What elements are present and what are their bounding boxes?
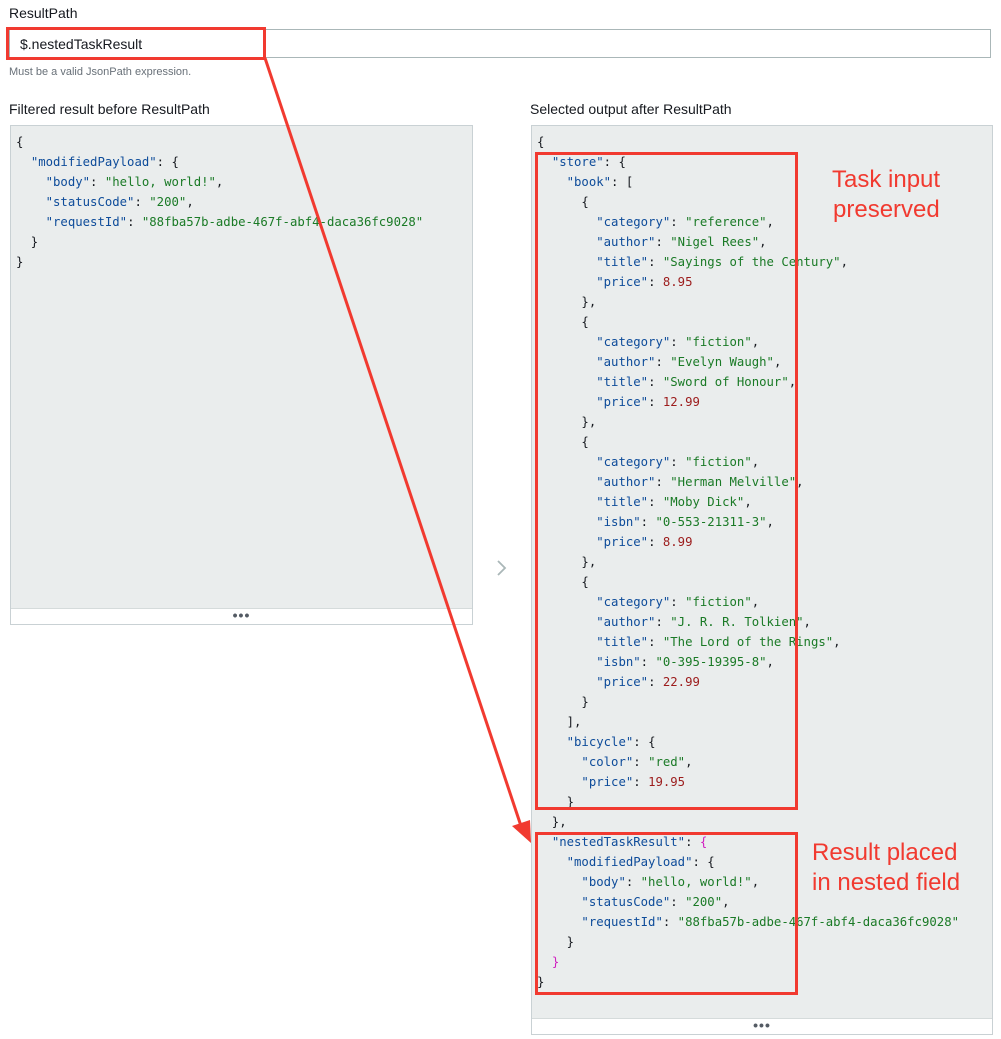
json-string: "Herman Melville" — [670, 475, 797, 489]
json-key: "title" — [596, 495, 649, 509]
json-key: "modifiedPayload" — [30, 155, 157, 169]
json-string: "fiction" — [685, 595, 752, 609]
json-string: "red" — [648, 755, 686, 769]
json-string: "fiction" — [685, 455, 752, 469]
json-key: "statusCode" — [45, 195, 135, 209]
selected-output-title: Selected output after ResultPath — [530, 101, 732, 117]
json-string: "hello, world!" — [640, 875, 752, 889]
json-key: "category" — [596, 335, 671, 349]
json-key: "isbn" — [596, 515, 641, 529]
json-key: "price" — [596, 675, 649, 689]
result-path-highlight-box — [6, 27, 266, 60]
json-number: 19.95 — [648, 775, 686, 789]
json-string: "The Lord of the Rings" — [662, 635, 834, 649]
filtered-result-json: { "modifiedPayload": { "body": "hello, w… — [16, 135, 424, 269]
json-key: "nestedTaskResult" — [551, 835, 686, 849]
json-key: "price" — [596, 535, 649, 549]
result-path-hint: Must be a valid JsonPath expression. — [9, 66, 192, 78]
annotation-line: Task input — [832, 166, 941, 193]
task-input-highlight-box — [535, 152, 798, 810]
json-key: "price" — [596, 395, 649, 409]
json-string: "200" — [149, 195, 187, 209]
json-string: "Sword of Honour" — [662, 375, 789, 389]
json-key: "store" — [551, 155, 604, 169]
json-string: "reference" — [685, 215, 767, 229]
result-path-input[interactable] — [9, 29, 991, 58]
json-key: "requestId" — [581, 915, 663, 929]
json-key: "body" — [45, 175, 91, 189]
json-key: "color" — [581, 755, 634, 769]
json-key: "isbn" — [596, 655, 641, 669]
json-string: "fiction" — [685, 335, 752, 349]
result-annotation: Result placed in nested field — [812, 838, 960, 898]
json-string: "Moby Dick" — [662, 495, 745, 509]
result-path-label: ResultPath — [9, 5, 78, 21]
json-string: "Nigel Rees" — [670, 235, 760, 249]
json-string: "0-395-19395-8" — [655, 655, 767, 669]
json-key: "author" — [596, 235, 656, 249]
json-key: "price" — [596, 275, 649, 289]
json-key: "category" — [596, 215, 671, 229]
json-key: "bicycle" — [566, 735, 634, 749]
json-string: "Evelyn Waugh" — [670, 355, 774, 369]
json-number: 8.99 — [662, 535, 693, 549]
json-key: "author" — [596, 615, 656, 629]
json-string: "200" — [685, 895, 723, 909]
expand-handle[interactable]: ••• — [532, 1018, 992, 1034]
chevron-right-icon — [497, 560, 507, 576]
json-number: 12.99 — [662, 395, 700, 409]
json-number: 8.95 — [662, 275, 693, 289]
json-key: "author" — [596, 475, 656, 489]
annotation-line: preserved — [833, 196, 940, 223]
json-string: "0-553-21311-3" — [655, 515, 767, 529]
nested-result-highlight-box — [535, 832, 798, 995]
task-input-annotation: Task input preserved — [832, 165, 940, 225]
json-key: "category" — [596, 455, 671, 469]
filtered-result-title: Filtered result before ResultPath — [9, 101, 210, 117]
expand-handle[interactable]: ••• — [11, 608, 472, 624]
json-key: "category" — [596, 595, 671, 609]
json-key: "price" — [581, 775, 634, 789]
json-key: "book" — [566, 175, 612, 189]
annotation-line: Result placed — [812, 839, 958, 866]
json-key: "requestId" — [45, 215, 128, 229]
json-key: "title" — [596, 635, 649, 649]
json-key: "statusCode" — [581, 895, 671, 909]
annotation-line: in nested field — [812, 869, 961, 896]
json-key: "title" — [596, 255, 649, 269]
json-string: "88fba57b-adbe-467f-abf4-daca36fc9028" — [141, 215, 424, 229]
json-key: "author" — [596, 355, 656, 369]
json-key: "modifiedPayload" — [566, 855, 693, 869]
json-string: "J. R. R. Tolkien" — [670, 615, 804, 629]
json-number: 22.99 — [662, 675, 700, 689]
json-string: "88fba57b-adbe-467f-abf4-daca36fc9028" — [677, 915, 959, 929]
selected-output-json: { "store": { "book": [ { "category": "re… — [537, 135, 959, 989]
filtered-result-code-panel[interactable]: { "modifiedPayload": { "body": "hello, w… — [10, 125, 473, 625]
json-string: "hello, world!" — [104, 175, 216, 189]
json-key: "title" — [596, 375, 649, 389]
json-key: "body" — [581, 875, 626, 889]
selected-output-code-panel[interactable]: { "store": { "book": [ { "category": "re… — [531, 125, 993, 1035]
